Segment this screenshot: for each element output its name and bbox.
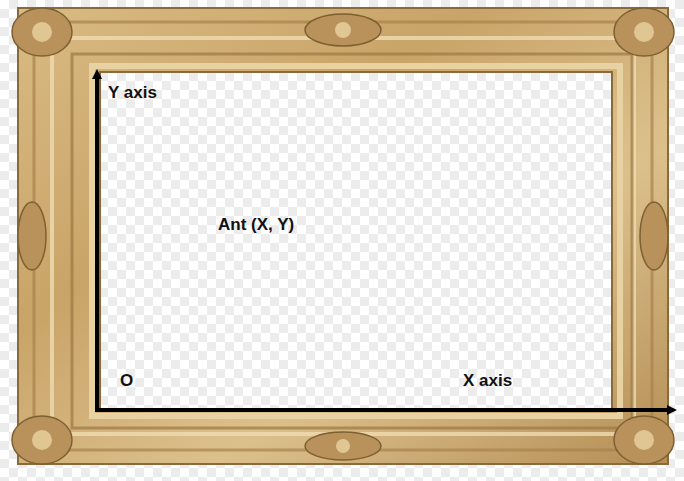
axis-label: X axis	[463, 372, 512, 391]
axis-label: Y axis	[108, 84, 157, 103]
point-label: Ant (X, Y)	[218, 216, 294, 235]
origin-label: O	[120, 372, 133, 391]
